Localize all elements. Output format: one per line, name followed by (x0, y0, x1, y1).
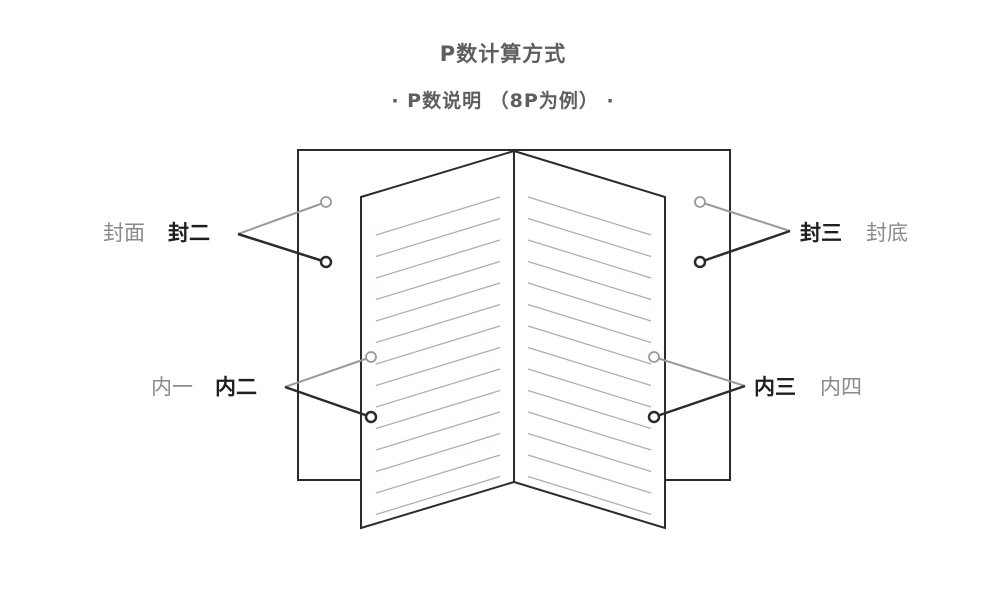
marker-inner-page-1 (365, 351, 377, 363)
right-page-rule (527, 389, 652, 430)
right-page-rule (527, 303, 652, 344)
left-page-rule (375, 346, 501, 387)
right-page-rule (527, 325, 652, 365)
left-page-rule (375, 282, 501, 322)
left-page-rule (375, 389, 501, 430)
left-page-rule (375, 454, 501, 494)
connector-front-cover (237, 201, 327, 235)
marker-inner-page-4 (648, 351, 660, 363)
left-page-rule (375, 432, 501, 473)
marker-inner-page-3 (647, 410, 661, 424)
left-page-rule (375, 368, 501, 408)
connector-inner-page-3 (653, 384, 746, 419)
marker-inside-front-cover (319, 255, 333, 269)
marker-back-cover (694, 196, 706, 208)
marker-inside-back-cover (693, 255, 707, 269)
label-front-cover: 封面 (103, 221, 145, 245)
right-page-text-lines (527, 196, 652, 516)
left-page-rule (375, 217, 501, 258)
right-page-rule (527, 217, 652, 258)
label-back-cover: 封底 (866, 221, 908, 245)
diagram-title: P数计算方式 (439, 42, 567, 66)
marker-front-cover (320, 196, 332, 208)
connector-inside-back-cover (699, 229, 791, 264)
left-page-rule (375, 196, 501, 236)
connector-inside-front-cover (237, 232, 327, 264)
left-page-rule (375, 411, 501, 451)
inner-page-right (513, 149, 666, 530)
connector-inner-page-1 (284, 356, 372, 388)
label-inner-page-3: 内三 (754, 375, 796, 399)
diagram-subtitle: · P数说明 （8P为例） · (391, 90, 615, 112)
right-page-rule (527, 411, 652, 451)
right-page-rule (527, 432, 652, 473)
label-inner-page-4: 内四 (820, 375, 862, 399)
right-page-rule (527, 346, 652, 387)
connector-back-cover (699, 201, 791, 232)
right-page-rule (527, 239, 652, 279)
right-page-rule (527, 368, 652, 408)
right-page-rule (527, 260, 652, 301)
left-page-rule (375, 475, 501, 516)
left-page-rule (375, 325, 501, 365)
right-page-rule (527, 282, 652, 322)
connector-inner-page-2 (284, 385, 372, 419)
right-page-rule (527, 475, 652, 516)
left-page-rule (375, 239, 501, 279)
label-inside-back-cover: 封三 (800, 221, 842, 245)
label-inside-front-cover: 封二 (168, 221, 210, 245)
right-page-rule (527, 196, 652, 236)
right-page-rule (527, 454, 652, 494)
label-inner-page-2: 内二 (215, 375, 257, 399)
left-page-rule (375, 260, 501, 301)
left-page-rule (375, 303, 501, 344)
connector-inner-page-4 (653, 356, 746, 387)
label-inner-page-1: 内一 (151, 375, 193, 399)
left-page-text-lines (375, 196, 501, 516)
marker-inner-page-2 (364, 410, 378, 424)
